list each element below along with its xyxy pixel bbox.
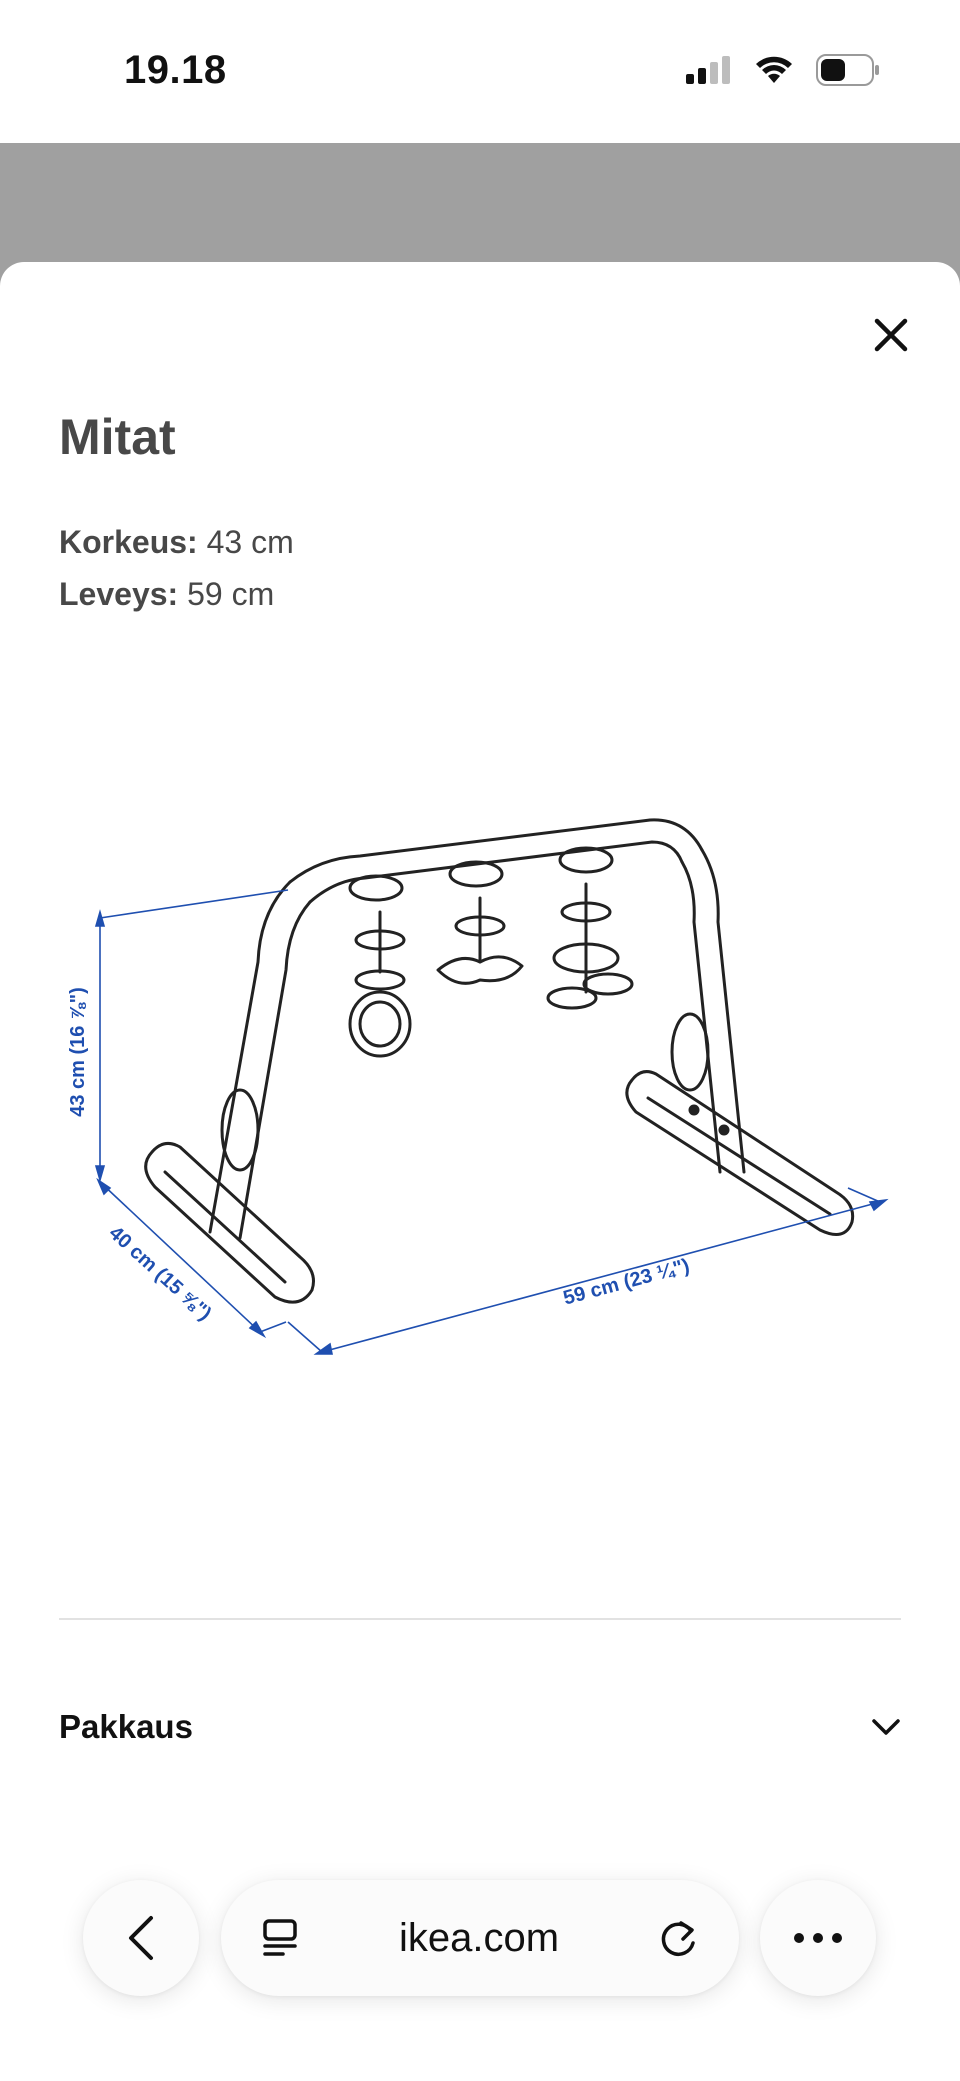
width-dimension-label: 59 cm (23 ¼") — [561, 1255, 692, 1310]
close-button[interactable] — [862, 306, 920, 364]
dimensions-dialog: Mitat Korkeus: 43 cm Leveys: 59 cm — [0, 262, 960, 2081]
height-dimension-label: 43 cm (16 ⅞") — [67, 987, 89, 1117]
dimension-value: 43 cm — [206, 524, 294, 560]
more-icon — [794, 1933, 842, 1943]
accordion-label: Pakkaus — [59, 1708, 193, 1745]
wifi-icon — [756, 56, 792, 83]
page-title: Mitat — [59, 409, 176, 465]
dimension-height: Korkeus: 43 cm — [59, 516, 294, 568]
dimension-value: 59 cm — [187, 576, 275, 612]
battery-icon — [816, 54, 879, 86]
chevron-down-icon — [872, 1719, 900, 1735]
dimension-width: Leveys: 59 cm — [59, 568, 294, 620]
chevron-left-icon — [129, 1916, 153, 1960]
signal-icon — [686, 56, 730, 84]
page-overlay[interactable] — [0, 143, 960, 263]
more-button[interactable] — [760, 1880, 876, 1996]
dimension-lines — [94, 889, 889, 1355]
page-menu-icon[interactable] — [261, 1918, 299, 1958]
status-icons — [686, 52, 880, 88]
dimension-label: Korkeus: — [59, 524, 198, 560]
address-bar[interactable]: ikea.com — [221, 1880, 739, 1996]
dimension-label: Leveys: — [59, 576, 179, 612]
browser-toolbar: ikea.com — [0, 1860, 960, 2010]
baby-gym-illustration — [144, 818, 855, 1304]
reload-icon[interactable] — [659, 1917, 699, 1959]
status-time: 19.18 — [124, 48, 227, 92]
close-icon — [874, 318, 908, 352]
dimension-list: Korkeus: 43 cm Leveys: 59 cm — [59, 516, 294, 620]
status-bar: 19.18 — [0, 0, 960, 143]
back-button[interactable] — [83, 1880, 199, 1996]
url-text[interactable]: ikea.com — [398, 1915, 560, 1960]
divider — [59, 1618, 901, 1620]
accordion-pakkaus[interactable]: Pakkaus — [59, 1692, 901, 1762]
dimension-diagram: 43 cm (16 ⅞") 40 cm (15 ⅝") 59 cm (23 ¼"… — [67, 818, 889, 1355]
